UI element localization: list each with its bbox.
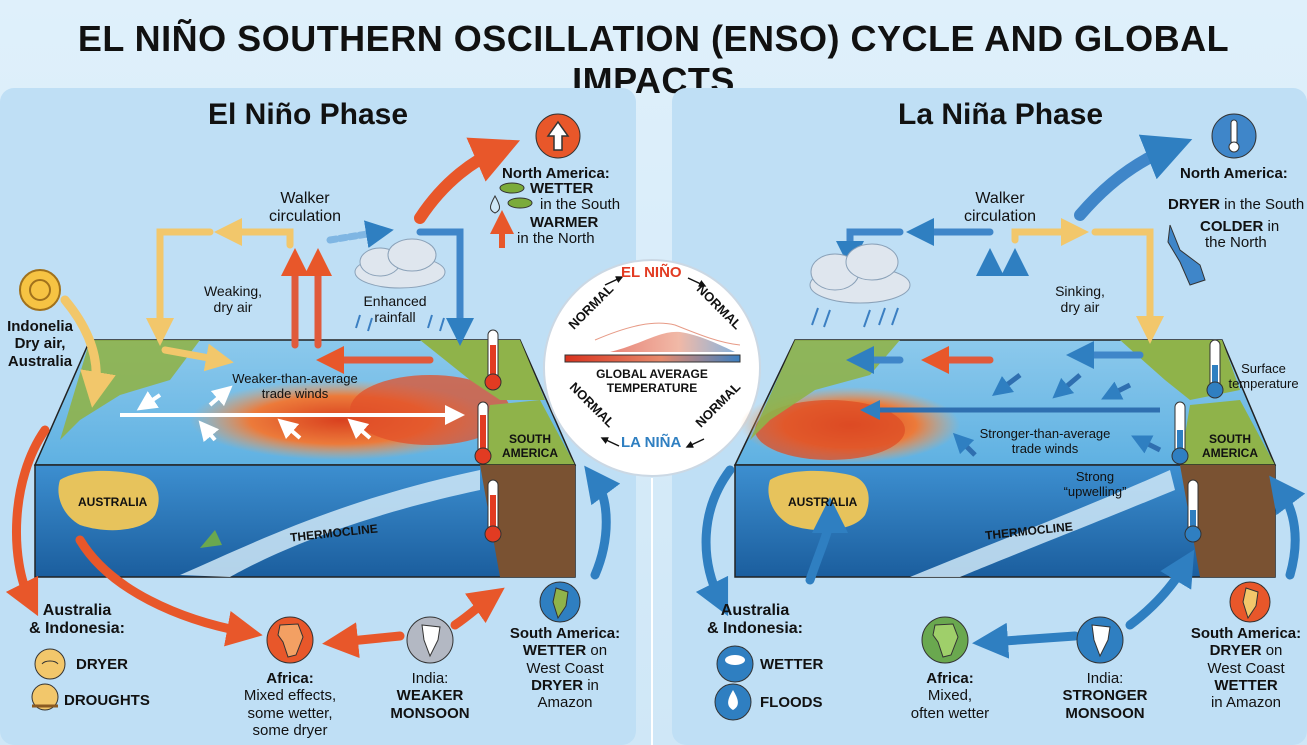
dry-sun-icon — [34, 648, 66, 680]
la-nina-sa-text: South America: DRYER on West Coast WETTE… — [1190, 625, 1302, 711]
la-nina-na-north: the North — [1205, 234, 1267, 251]
el-nino-na-l3: WARMER — [530, 214, 599, 231]
la-nina-aus-floods: FLOODS — [760, 694, 823, 711]
cycle-el-nino: EL NIÑO — [621, 264, 682, 281]
la-nina-title: La Niña Phase — [898, 98, 1104, 131]
drought-icon — [31, 683, 59, 711]
el-nino-aus-droughts: DROUGHTS — [64, 692, 150, 709]
el-nino-walker-arrows — [146, 137, 521, 374]
sun-icon — [19, 269, 61, 311]
el-nino-sa-text: South America: WETTER on West Coast DRYE… — [509, 625, 621, 711]
la-nina-trade-wind-arrows — [860, 373, 1162, 457]
la-nina-thermometer-icon — [1171, 339, 1224, 543]
la-nina-sink-air-label: Sinking,dry air — [1055, 283, 1105, 316]
india-icon — [406, 616, 454, 664]
el-nino-title: El Niño Phase — [208, 98, 409, 131]
el-nino-ocean-block — [33, 339, 577, 578]
el-nino-weak-air-label: Weaking,dry air — [203, 283, 263, 316]
la-nina-na-dryer: DRYER in the South — [1168, 196, 1305, 213]
la-nina-aus-title: Australia& Indonesia: — [706, 602, 803, 638]
rain-cloud-small-icon — [716, 645, 754, 683]
el-nino-na-l1: WETTER — [530, 180, 594, 197]
la-nina-walker-arrows — [836, 134, 1193, 374]
la-nina-impact-arrows — [695, 465, 1306, 659]
la-nina-south-america-globe-icon — [1229, 581, 1271, 623]
la-nina-na-colder: COLDER in — [1200, 218, 1280, 235]
el-nino-aus-dryer: DRYER — [76, 656, 128, 673]
el-nino-na-l2: in the South — [540, 196, 621, 213]
cold-arrow-icon — [1167, 224, 1206, 286]
up-arrow-icon — [535, 113, 581, 159]
thermometer-icon — [474, 329, 502, 543]
water-drop-icon — [714, 683, 752, 721]
rain-drops-icon — [490, 182, 533, 248]
la-nina-thermometer-circle-icon — [1211, 113, 1257, 159]
el-nino-impact-arrows — [5, 295, 621, 659]
la-nina-upwelling-label: Strong“upwelling” — [1063, 469, 1127, 499]
el-nino-na-l4: in the North — [517, 230, 595, 247]
south-america-globe-icon — [539, 581, 581, 623]
la-nina-africa-text: Africa:Mixed,often wetter — [910, 670, 990, 722]
el-nino-na-title: North America: — [502, 165, 610, 182]
el-nino-australia-map-label: AUSTRALIA — [78, 495, 148, 509]
la-nina-aus-wetter: WETTER — [760, 656, 824, 673]
la-nina-india-icon — [1076, 616, 1124, 664]
el-nino-trade-wind-arrows — [120, 385, 465, 443]
la-nina-na-title: North America: — [1180, 165, 1288, 182]
la-nina-cloud-icon — [809, 243, 911, 328]
page-title: EL NIÑO SOUTHERN OSCILLATION (ENSO) CYCL… — [77, 18, 1230, 101]
la-nina-africa-icon — [921, 616, 969, 664]
el-nino-aus-title: Australia& Indonesia: — [28, 602, 125, 638]
cycle-la-nina: LA NIÑA — [621, 434, 682, 451]
el-nino-africa-text: Africa:Mixed effects,some wetter,some dr… — [243, 670, 337, 739]
africa-icon — [266, 616, 314, 664]
rain-cloud-icon — [354, 238, 446, 332]
enso-cycle-diagram — [543, 259, 761, 745]
la-nina-australia-map-label: AUSTRALIA — [788, 495, 858, 509]
